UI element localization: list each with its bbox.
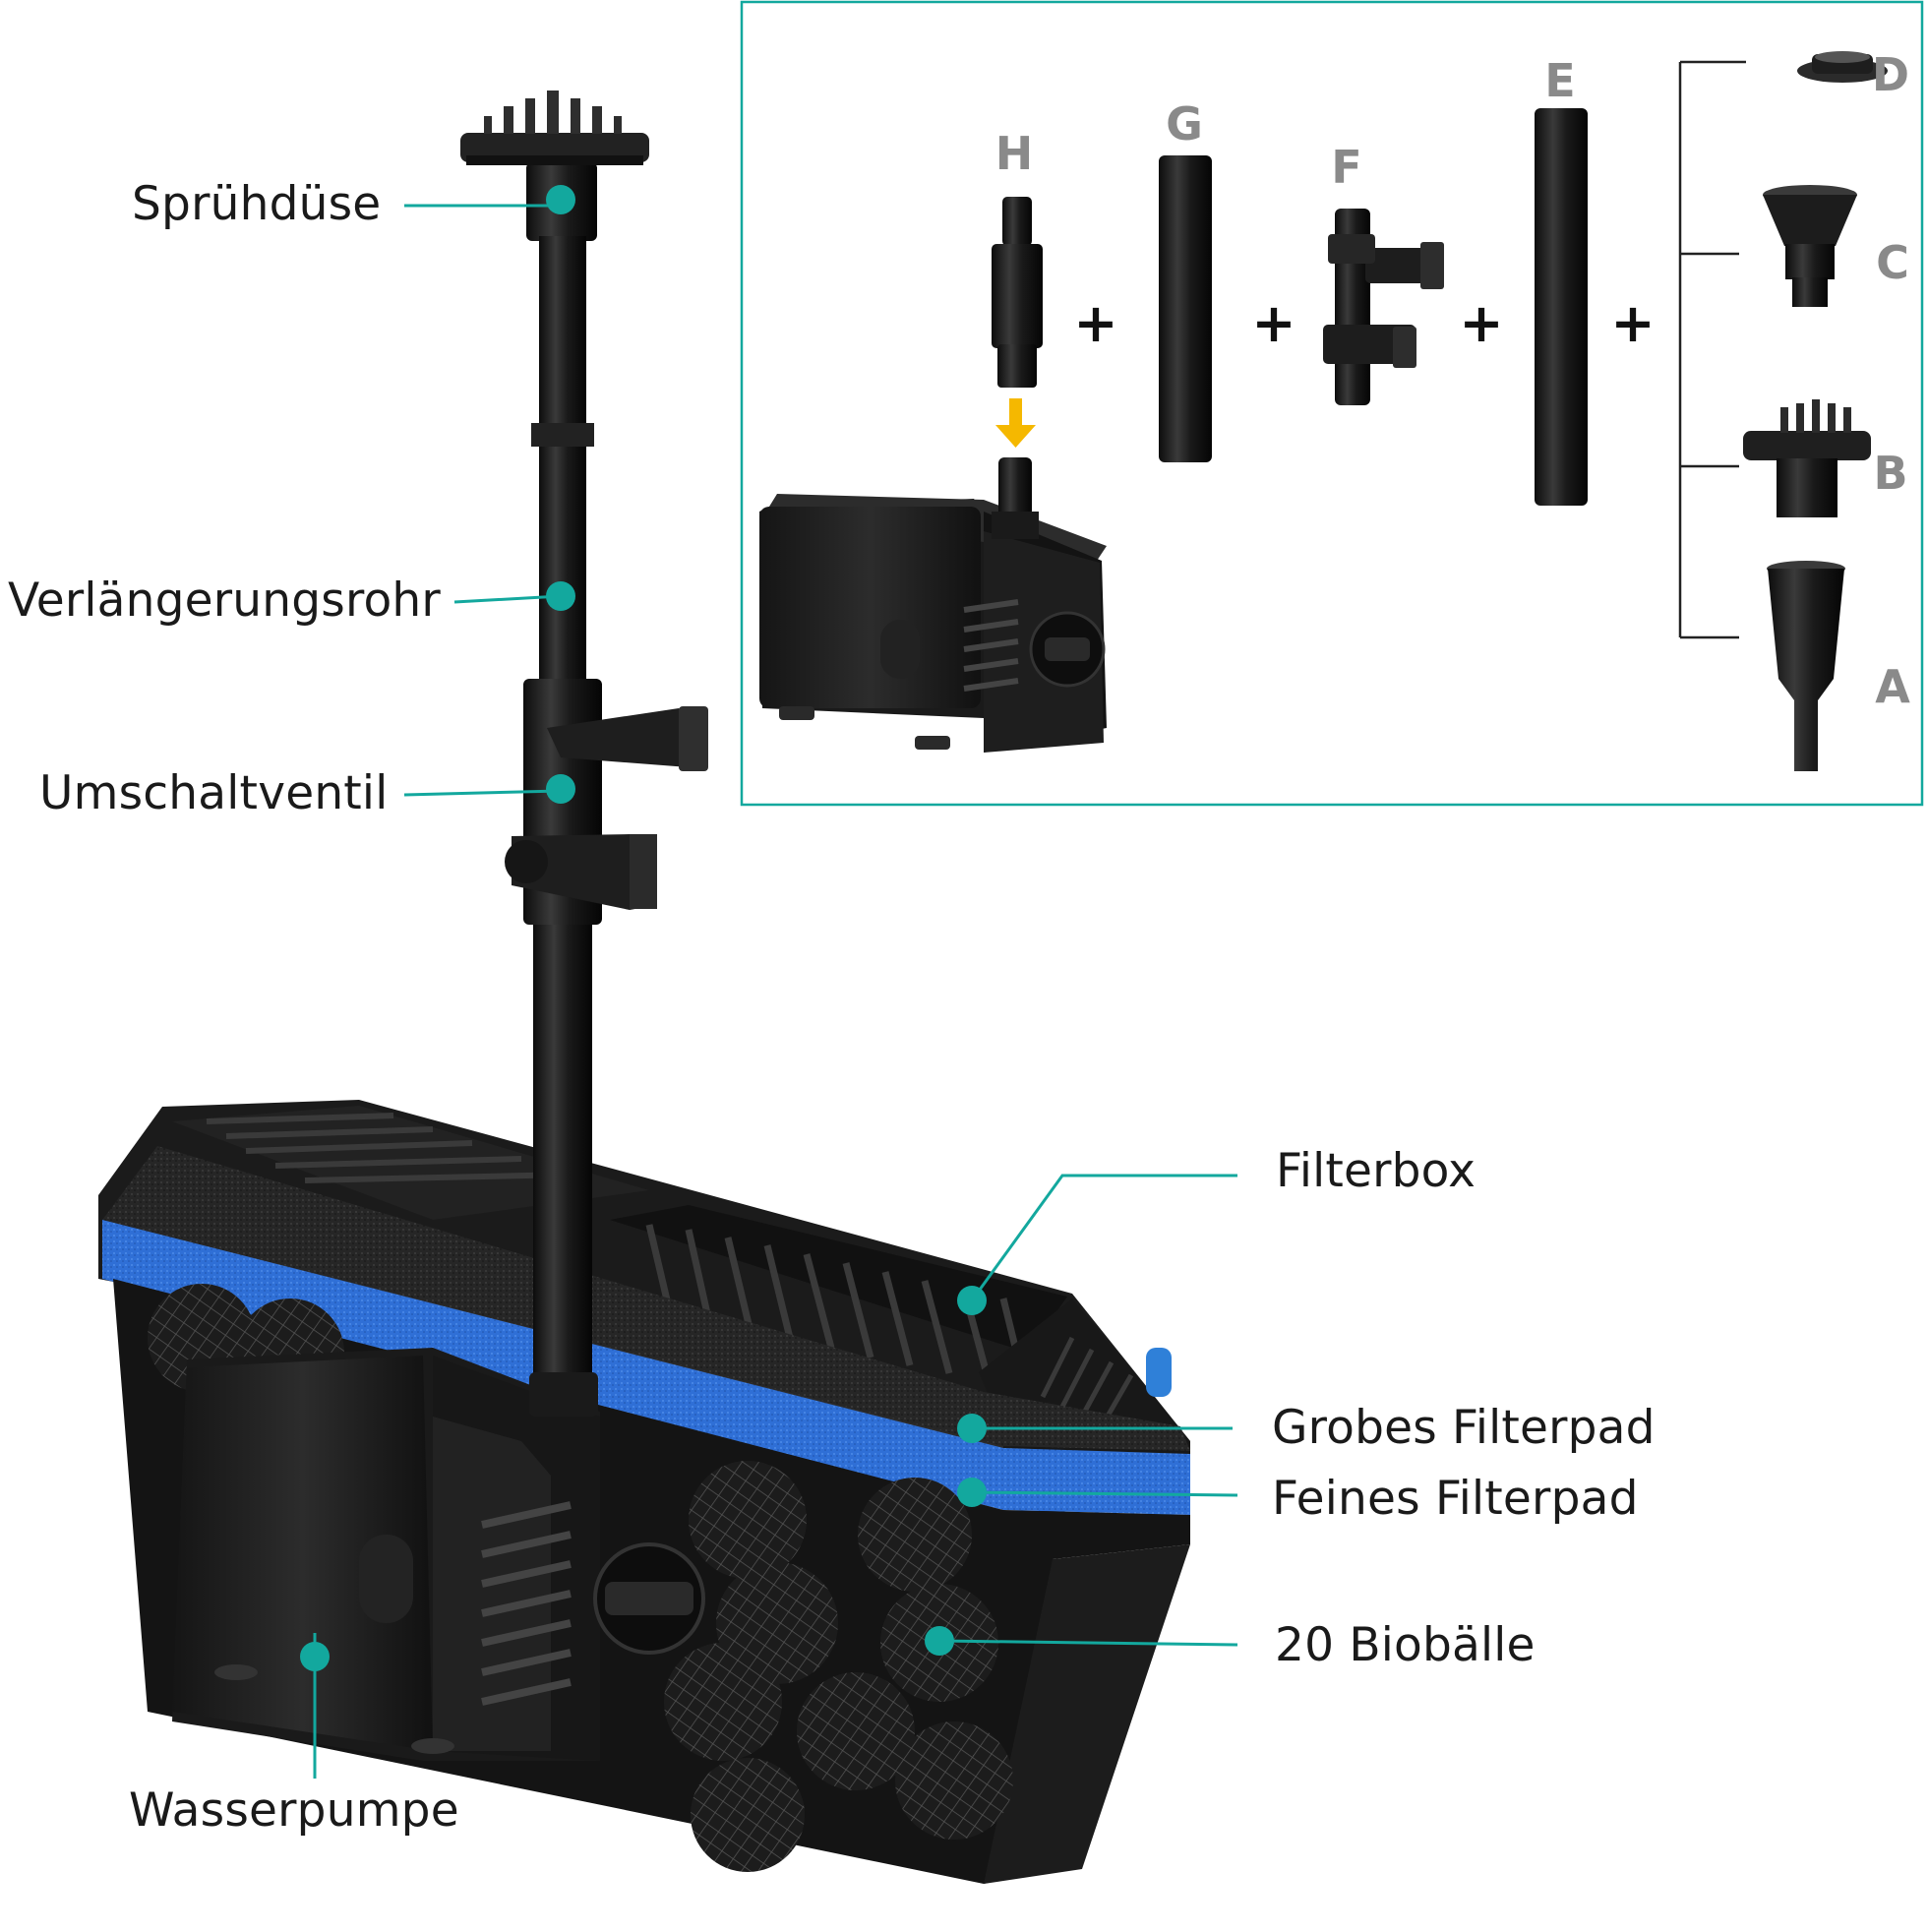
nozzle-a <box>1767 561 1845 771</box>
plus-sign: + <box>1610 292 1655 354</box>
plus-sign: + <box>1459 292 1503 354</box>
callout-dots <box>300 185 987 1671</box>
part-letter-e: E <box>1544 54 1575 107</box>
label-bio-balls: 20 Biobälle <box>1275 1618 1536 1672</box>
label-filter-box: Filterbox <box>1276 1144 1476 1198</box>
inset-pump-image <box>759 457 1107 753</box>
label-extension-pipe: Verlängerungsrohr <box>8 574 441 628</box>
water-pump-image <box>172 1348 705 1761</box>
pipe-assembly-image <box>460 91 708 1417</box>
inset-parts-panel: + + + + <box>740 0 1924 807</box>
label-diverter-valve: Umschaltventil <box>39 766 389 820</box>
plus-sign: + <box>1251 292 1295 354</box>
nozzle-options-bracket <box>1678 60 1746 639</box>
nozzle-c <box>1763 185 1857 307</box>
diverter-valve-image <box>505 679 708 925</box>
part-letter-h: H <box>995 127 1034 180</box>
part-letter-g: G <box>1166 97 1203 151</box>
plus-sign: + <box>1073 292 1117 354</box>
bio-balls <box>148 1284 1013 1872</box>
part-letter-c: C <box>1876 236 1909 289</box>
callout-lines <box>313 204 1238 1779</box>
part-letter-d: D <box>1872 48 1909 101</box>
part-g-pipe <box>1159 155 1212 462</box>
part-f-valve <box>1323 209 1444 405</box>
part-letter-a: A <box>1875 660 1910 713</box>
insert-arrow <box>995 398 1036 448</box>
part-h-adapter <box>992 197 1043 388</box>
nozzle-b <box>1743 399 1871 517</box>
part-e-pipe <box>1535 108 1588 506</box>
label-coarse-pad: Grobes Filterpad <box>1272 1401 1656 1455</box>
nozzle-d <box>1797 51 1888 83</box>
label-spray-nozzle: Sprühdüse <box>132 177 382 231</box>
label-fine-pad: Feines Filterpad <box>1272 1472 1639 1526</box>
filter-box-image <box>98 1100 1190 1884</box>
spray-nozzle-image <box>460 91 649 165</box>
label-water-pump: Wasserpumpe <box>129 1783 459 1838</box>
part-letter-b: B <box>1873 447 1907 500</box>
part-letter-f: F <box>1331 141 1361 194</box>
